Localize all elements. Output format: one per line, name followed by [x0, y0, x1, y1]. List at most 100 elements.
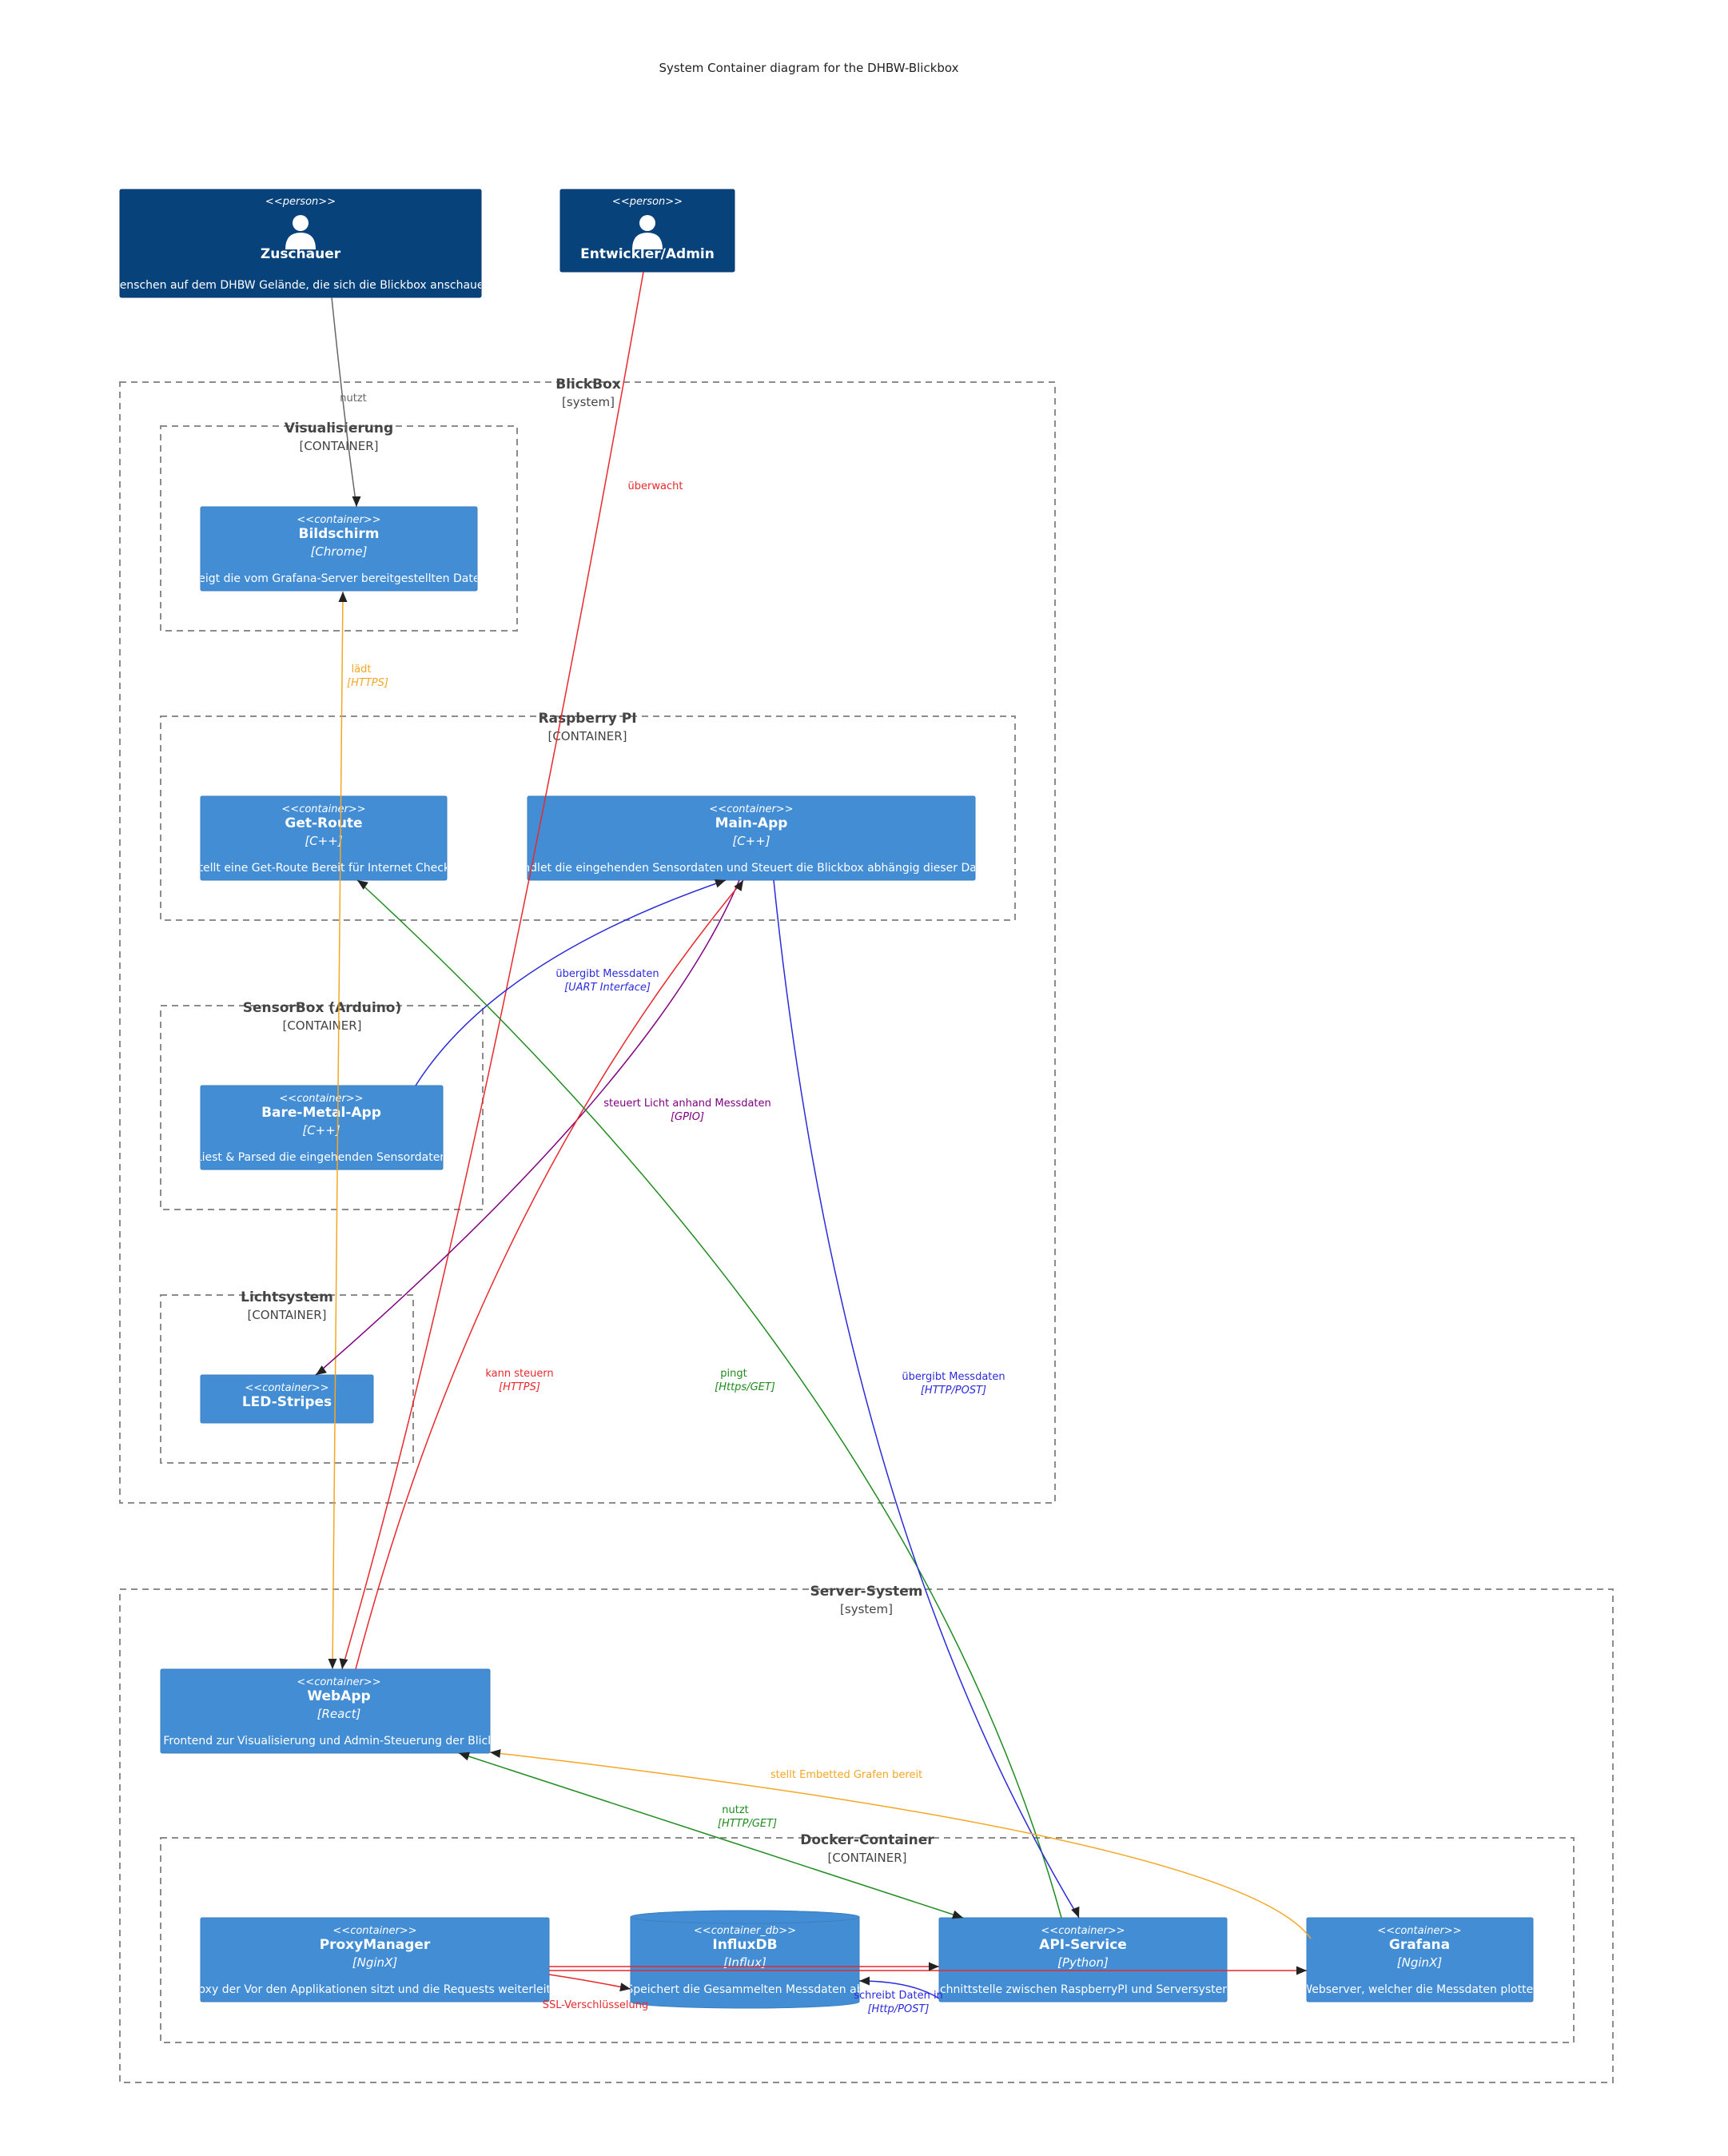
arrowhead-kann-steuern: [734, 880, 743, 891]
container-technology: [Python]: [1057, 1955, 1109, 1970]
arrowhead-steuert: [316, 1365, 327, 1375]
boundary-sensorbox: SensorBox (Arduino) [CONTAINER]: [160, 1000, 484, 1210]
person-name: Zuschauer: [261, 246, 341, 262]
stereotype: <<container>>: [279, 1093, 363, 1105]
container-name: Grafana: [1389, 1937, 1450, 1953]
container-bildschirm[interactable]: <<container>> Bildschirm [Chrome] Zeigt …: [191, 506, 488, 592]
arrowhead-uebergibt-http: [1071, 1906, 1080, 1918]
container-technology: [C++]: [732, 834, 770, 848]
arrowhead-ssl-influx: [619, 1983, 631, 1992]
arrowhead-grafen: [490, 1749, 501, 1759]
boundary-title: Docker-Container: [800, 1832, 934, 1848]
relationship-nutzt: [331, 297, 357, 508]
container-name: Get-Route: [285, 815, 362, 831]
person-icon: [632, 215, 663, 249]
tech-uebergibt-uart: [UART Interface]: [564, 982, 651, 994]
arrowhead-laedt: [328, 1659, 337, 1669]
container-api-service[interactable]: <<container>> API-Service [Python] Schni…: [933, 1917, 1233, 2003]
container-led-stripes[interactable]: <<container>> LED-Stripes: [200, 1374, 374, 1424]
container-bare-metal-app[interactable]: <<container>> Bare-Metal-App [C++] Liest…: [196, 1085, 447, 1170]
boundary-type: [CONTAINER]: [282, 1018, 361, 1033]
container-webapp[interactable]: <<container>> WebApp [React] Frontend zu…: [160, 1668, 515, 1754]
container-grafana[interactable]: <<container>> Grafana [NginX] Webserver,…: [1301, 1917, 1538, 2003]
container-get-route[interactable]: <<container>> Get-Route [C++] Stellt ein…: [192, 795, 456, 881]
container-proxymanager[interactable]: <<container>> ProxyManager [NginX] Proxy…: [188, 1917, 563, 2003]
boundary-title: BlickBox: [555, 377, 621, 393]
container-technology: [C++]: [302, 1123, 340, 1138]
arrowhead-ssl-api: [929, 1962, 939, 1971]
container-name: API-Service: [1039, 1937, 1127, 1953]
label-ueberwacht: überwacht: [628, 480, 683, 492]
boundary-server-system: Server-System [system]: [119, 1584, 1614, 2083]
arrowhead-laedt: [338, 592, 348, 602]
arrowhead-uebergibt-uart: [714, 879, 726, 888]
boundary-lichtsystem: Lichtsystem [CONTAINER]: [160, 1289, 414, 1464]
container-technology: [React]: [317, 1707, 361, 1721]
person-icon: [285, 215, 316, 249]
container-description: Frontend zur Visualisierung und Admin-St…: [163, 1735, 514, 1748]
label-uebergibt-http: übergibt Messdaten: [902, 1371, 1005, 1383]
arrowhead-schreibt: [859, 1976, 870, 1986]
person-zuschauer[interactable]: <<person>> Zuschauer Menschen auf dem DH…: [110, 189, 492, 298]
label-kann-steuern: kann steuern: [485, 1368, 553, 1380]
person-entwickler-admin[interactable]: <<person>> Entwickler/Admin: [559, 189, 735, 273]
container-influxdb[interactable]: <<container_db>> InfluxDB [Influx] Speic…: [626, 1910, 863, 2009]
tech-schreibt: [Http/POST]: [867, 2003, 929, 2015]
arrowhead-nutzt: [352, 496, 361, 507]
relationship-labels: nutzt überwacht lädt [HTTPS] übergibt Me…: [340, 393, 1005, 2015]
label-uebergibt-uart: übergibt Messdaten: [555, 968, 659, 980]
stereotype: <<container>>: [297, 514, 380, 526]
tech-laedt: [HTTPS]: [347, 677, 388, 689]
container-description: Speichert die Gesammelten Messdaten ab: [626, 1983, 863, 1996]
stereotype: <<person>>: [265, 196, 336, 208]
boundary-title: SensorBox (Arduino): [243, 1000, 402, 1016]
container-description: Liest & Parsed die eingehenden Sensordat…: [196, 1151, 447, 1164]
relationship-arrowheads: [316, 496, 1307, 1992]
boundary-type: [system]: [562, 395, 615, 409]
container-name: ProxyManager: [320, 1937, 431, 1953]
container-technology: [NginX]: [352, 1955, 398, 1970]
container-technology: [Influx]: [723, 1955, 766, 1970]
stereotype: <<container>>: [281, 803, 365, 815]
relationship-lines: [315, 271, 1312, 1999]
tech-nutzt-http: [HTTP/GET]: [718, 1818, 777, 1830]
label-pingt: pingt: [720, 1368, 747, 1380]
relationship-steuert: [315, 879, 740, 1376]
boundary-type: [CONTAINER]: [827, 1851, 906, 1865]
person-name: Entwickler/Admin: [580, 246, 715, 262]
boundary-title: Server-System: [810, 1584, 922, 1600]
container-name: InfluxDB: [712, 1937, 777, 1953]
label-nutzt: nutzt: [340, 393, 367, 404]
boundary-docker-container: Docker-Container [CONTAINER]: [160, 1832, 1575, 2043]
label-schreibt: schreibt Daten in: [854, 1990, 943, 2002]
arrowhead-ssl-grafana: [1296, 1966, 1307, 1975]
stereotype: <<container>>: [297, 1676, 380, 1688]
stereotype: <<container>>: [709, 803, 793, 815]
tech-pingt: [Https/GET]: [715, 1381, 775, 1393]
relationship-laedt: [332, 591, 344, 1670]
container-description: Schnittstelle zwischen RaspberryPI und S…: [933, 1983, 1233, 1996]
stereotype: <<container>>: [1377, 1925, 1461, 1937]
diagram-title: System Container diagram for the DHBW-Bl…: [659, 61, 958, 75]
container-name: Bildschirm: [298, 526, 379, 542]
boundary-type: [system]: [840, 1602, 893, 1616]
relationship-ssl-influx: [548, 1974, 631, 1990]
tech-uebergibt-http: [HTTP/POST]: [921, 1385, 986, 1397]
arrowhead-nutzt-http: [459, 1752, 471, 1761]
container-name: Main-App: [715, 815, 788, 831]
arrowhead-pingt: [357, 880, 368, 890]
relationship-pingt: [356, 879, 1062, 1919]
person-description: Menschen auf dem DHBW Gelände, die sich …: [110, 279, 492, 292]
relationship-nutzt-http: [458, 1752, 964, 1919]
stereotype: <<container_db>>: [694, 1925, 796, 1937]
container-name: WebApp: [307, 1688, 370, 1704]
relationship-uebergibt-uart: [415, 879, 727, 1086]
container-main-app[interactable]: <<container>> Main-App [C++] Handlet die…: [508, 795, 995, 881]
relationship-kann-steuern: [355, 879, 744, 1670]
stereotype: <<container>>: [245, 1382, 328, 1394]
boundary-type: [CONTAINER]: [547, 729, 627, 743]
relationship-schreibt: [858, 1980, 940, 1999]
tech-steuert: [GPIO]: [671, 1111, 704, 1123]
arrowhead-ueberwacht: [339, 1658, 348, 1669]
boundary-blickbox: BlickBox [system]: [119, 377, 1056, 1504]
